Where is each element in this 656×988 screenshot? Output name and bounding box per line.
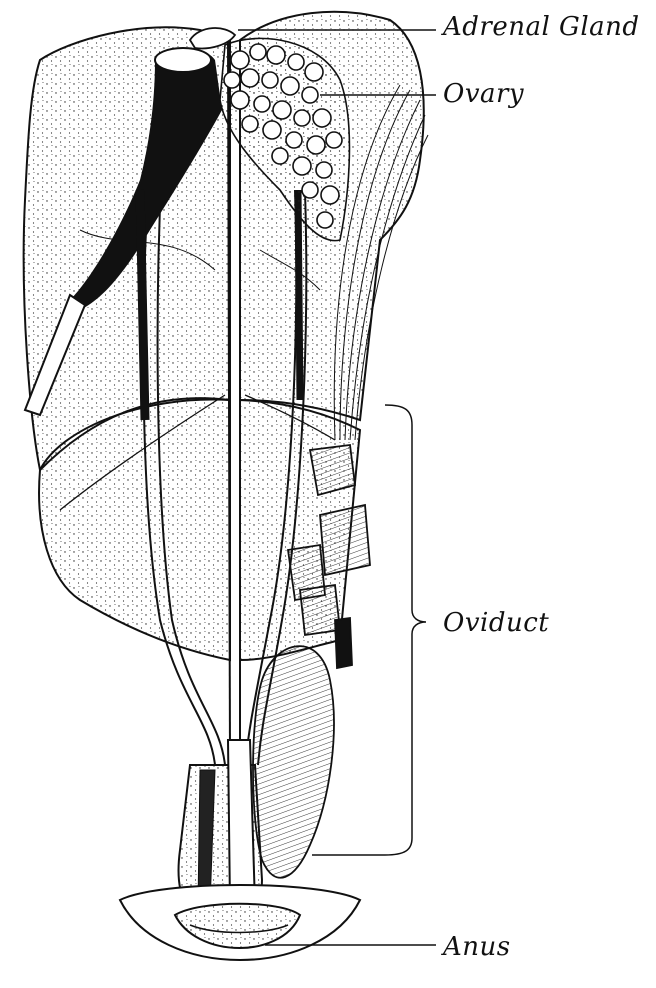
label-anus: Anus bbox=[443, 932, 511, 962]
label-adrenal-gland: Adrenal Gland bbox=[443, 12, 640, 42]
label-oviduct: Oviduct bbox=[443, 608, 549, 638]
label-ovary: Ovary bbox=[443, 79, 524, 109]
